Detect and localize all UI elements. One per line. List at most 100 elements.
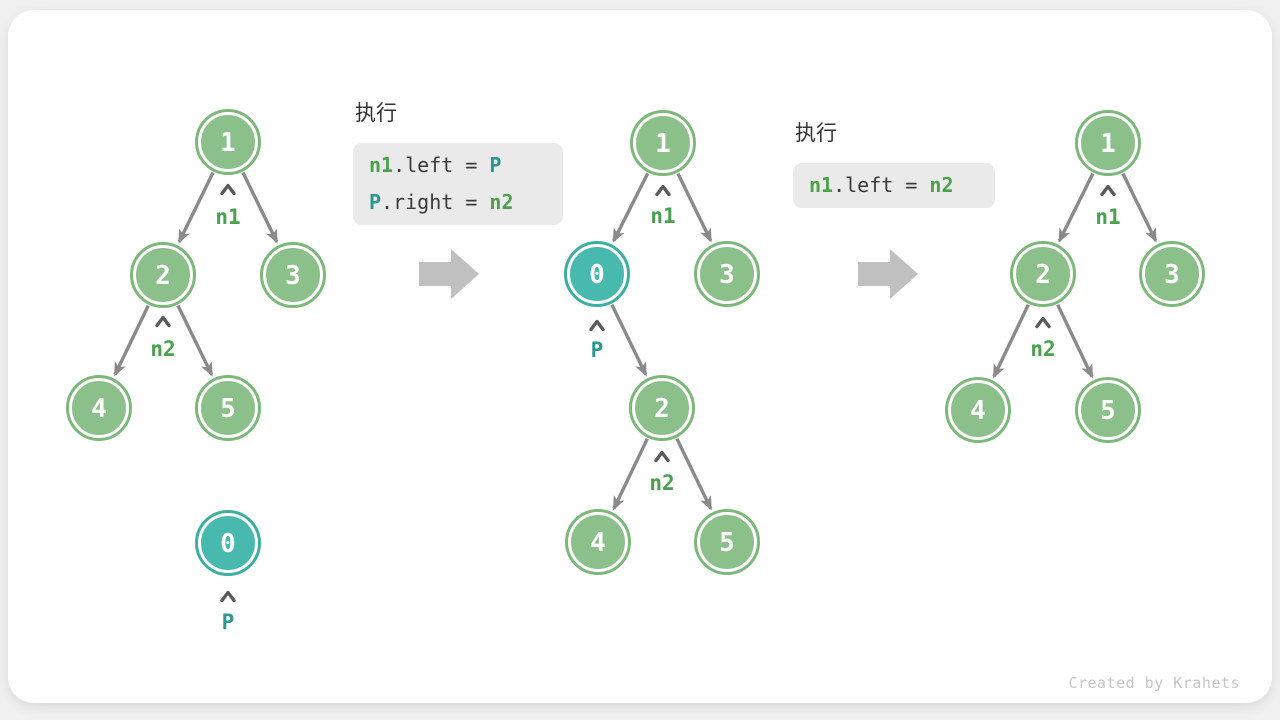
node-value: 4 [91,394,107,424]
tree-edge [1121,172,1158,243]
node-value: 2 [1035,260,1051,290]
tree-edge [176,304,214,377]
code-token: n2 [489,190,514,214]
node-inner-ring [697,244,757,304]
node-circle [694,509,760,575]
tree-edge [241,171,279,244]
tree-node: 5 [1075,377,1141,443]
node-value: 2 [654,394,670,424]
node-circle [130,242,196,308]
node-inner-ring [1078,380,1138,440]
pointer-label-P: P [589,319,605,362]
node-inner-ring [633,113,693,173]
caret-up-icon [220,590,236,603]
flow-arrow-icon [858,249,918,299]
node-value: 1 [220,128,236,158]
tree-before: 1 2 3 4 5 0 n1 n2P [66,109,326,634]
tree-node: 5 [694,509,760,575]
code-token: .left = [393,153,490,177]
tree-node: 0 [564,241,630,307]
node-circle [694,241,760,307]
code-token: P [489,153,502,177]
node-inner-ring [948,380,1008,440]
tree-node: 0 [195,510,261,576]
node-circle [260,242,326,308]
node-inner-ring [133,245,193,305]
tree-node: 2 [1010,241,1076,307]
pointer-name: P [222,610,235,634]
pointer-label-n2: n2 [1030,316,1056,361]
tree-node: 4 [945,377,1011,443]
node-value: 3 [1164,260,1180,290]
node-circle [195,510,261,576]
code-line: n1.left = P [369,147,547,184]
code-token: n1 [369,153,394,177]
node-value: 2 [155,261,171,291]
caret-up-icon [654,450,670,463]
node-circle [1010,241,1076,307]
tree-edge [612,172,650,243]
pointer-label-n1: n1 [1095,184,1121,229]
pointer-name: n2 [649,471,674,495]
caret-up-icon [220,183,236,196]
watermark: Created by Krahets [1068,674,1240,692]
node-inner-ring [1078,113,1138,173]
code-line: n1.left = n2 [809,167,979,204]
exec-step-2: 执行 n1.left = n2 [793,117,995,208]
caret-up-icon [655,184,671,197]
tree-edge [676,172,713,243]
node-inner-ring [567,244,627,304]
code-token: .left = [833,173,930,197]
tree-node: 1 [1075,110,1141,176]
tree-edge [992,303,1030,379]
pointer-label-n2: n2 [649,450,675,495]
tree-node: 1 [195,109,261,175]
tree-node: 3 [260,242,326,308]
node-inner-ring [198,378,258,438]
tree-edge [675,437,713,511]
node-circle [630,110,696,176]
tree-node: 5 [195,375,261,441]
node-inner-ring [263,245,323,305]
tree-edge [612,437,649,511]
node-inner-ring [198,513,258,573]
node-value: 4 [590,528,606,558]
tree-node: 3 [694,241,760,307]
tree-edge [610,303,648,377]
node-circle [565,509,631,575]
node-value: 5 [220,394,236,424]
node-circle [1075,377,1141,443]
node-value: 3 [285,261,301,291]
node-circle [1139,241,1205,307]
code-token: P [369,190,382,214]
caret-up-icon [1035,316,1051,329]
node-value: 3 [719,260,735,290]
pointer-label-n2: n2 [150,315,176,361]
tree-edge [177,171,215,244]
tree-edge [113,304,150,377]
tree-edge [1056,303,1094,379]
caret-up-icon [155,315,171,328]
node-inner-ring [69,378,129,438]
node-inner-ring [1142,244,1202,304]
pointer-name: n1 [1095,205,1120,229]
pointer-name: n1 [650,204,675,228]
code-token: n1 [809,173,834,197]
pointer-name: n2 [150,337,175,361]
node-circle [1075,110,1141,176]
exec-title: 执行 [355,101,397,125]
tree-node: 1 [630,110,696,176]
node-inner-ring [1013,244,1073,304]
caret-up-icon [1100,184,1116,197]
tree-node: 3 [1139,241,1205,307]
node-inner-ring [697,512,757,572]
node-value: 0 [589,260,605,290]
pointer-label-n1: n1 [215,183,241,229]
node-circle [66,375,132,441]
node-inner-ring [632,378,692,438]
node-circle [629,375,695,441]
exec-title: 执行 [795,121,837,145]
